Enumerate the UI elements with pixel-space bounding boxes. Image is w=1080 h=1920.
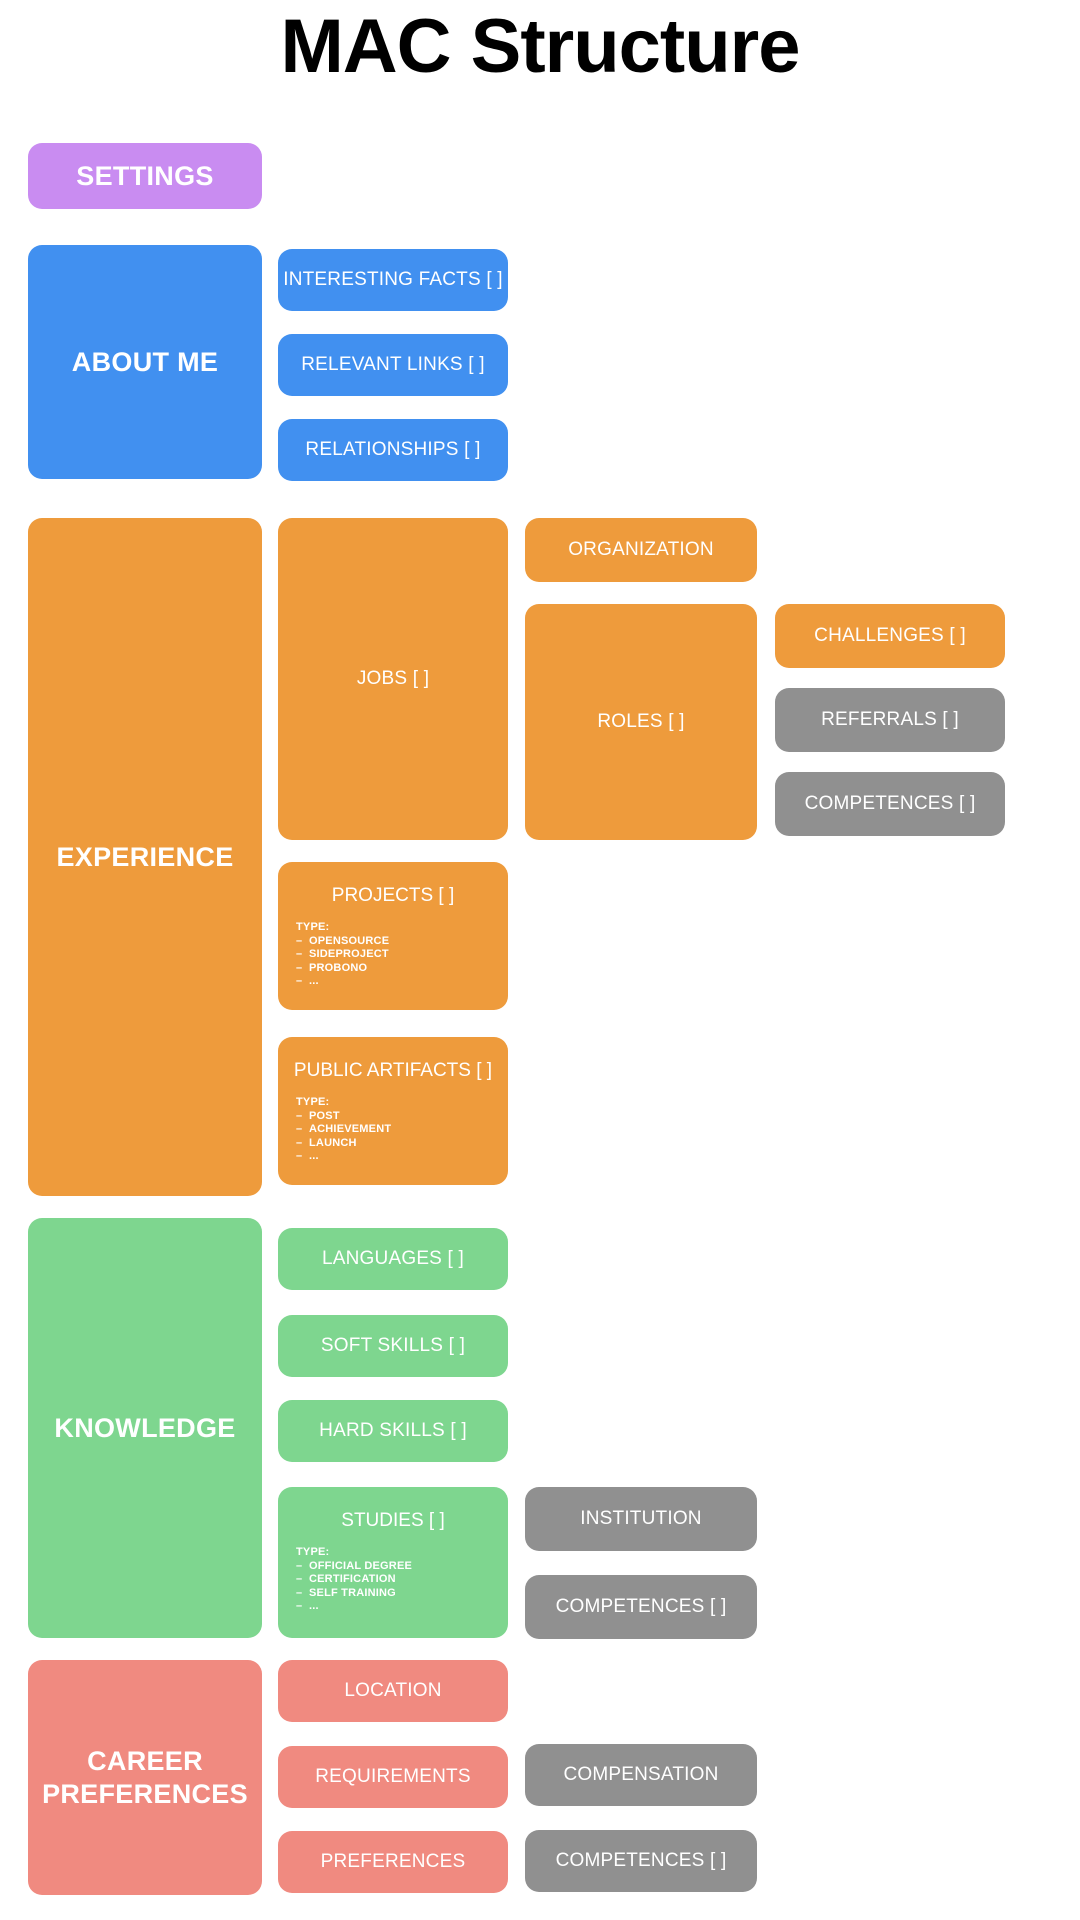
section-knowledge-label: KNOWLEDGE <box>54 1412 236 1443</box>
type-item: –SIDEPROJECT <box>296 948 389 961</box>
type-item: –OFFICIAL DEGREE <box>296 1559 413 1572</box>
card-studies[interactable]: STUDIES [ ] TYPE: –OFFICIAL DEGREE –CERT… <box>278 1487 508 1638</box>
card-organization-label: ORGANIZATION <box>568 539 714 561</box>
card-preferences-label: PREFERENCES <box>320 1851 466 1873</box>
type-heading: TYPE: <box>296 921 330 934</box>
card-projects[interactable]: PROJECTS [ ] TYPE: –OPENSOURCE –SIDEPROJ… <box>278 862 508 1010</box>
card-location-label: LOCATION <box>344 1680 442 1702</box>
card-competences-knowledge-label: COMPETENCES [ ] <box>555 1596 727 1618</box>
card-interesting-facts[interactable]: INTERESTING FACTS [ ] <box>278 249 508 311</box>
type-item: –... <box>296 1150 319 1163</box>
type-item: –LAUNCH <box>296 1136 357 1149</box>
type-item: –CERTIFICATION <box>296 1573 396 1586</box>
card-hard-skills[interactable]: HARD SKILLS [ ] <box>278 1400 508 1462</box>
card-compensation-label: COMPENSATION <box>563 1764 719 1786</box>
type-heading: TYPE: <box>296 1096 330 1109</box>
type-item: –... <box>296 975 319 988</box>
section-career-preferences-label-line2: PREFERENCES <box>42 1778 248 1809</box>
card-soft-skills[interactable]: SOFT SKILLS [ ] <box>278 1315 508 1377</box>
card-location[interactable]: LOCATION <box>278 1660 508 1722</box>
card-preferences[interactable]: PREFERENCES <box>278 1831 508 1893</box>
card-relevant-links-label: RELEVANT LINKS [ ] <box>301 354 485 376</box>
card-competences-experience[interactable]: COMPETENCES [ ] <box>775 772 1005 836</box>
card-public-artifacts-type-list: TYPE: –POST –ACHIEVEMENT –LAUNCH –... <box>278 1096 508 1164</box>
section-settings-label: SETTINGS <box>76 160 214 191</box>
card-languages[interactable]: LANGUAGES [ ] <box>278 1228 508 1290</box>
card-roles[interactable]: ROLES [ ] <box>525 604 757 840</box>
card-organization[interactable]: ORGANIZATION <box>525 518 757 582</box>
section-experience-label: EXPERIENCE <box>56 841 234 872</box>
card-competences-knowledge[interactable]: COMPETENCES [ ] <box>525 1575 757 1639</box>
card-relationships[interactable]: RELATIONSHIPS [ ] <box>278 419 508 481</box>
card-challenges-label: CHALLENGES [ ] <box>814 625 966 647</box>
card-jobs[interactable]: JOBS [ ] <box>278 518 508 840</box>
type-item: –SELF TRAINING <box>296 1586 396 1599</box>
card-competences-career[interactable]: COMPETENCES [ ] <box>525 1830 757 1892</box>
page-title: MAC Structure <box>280 4 800 89</box>
section-about-me-label: ABOUT ME <box>71 346 219 377</box>
card-projects-type-list: TYPE: –OPENSOURCE –SIDEPROJECT –PROBONO … <box>278 921 508 989</box>
card-competences-career-label: COMPETENCES [ ] <box>555 1850 727 1872</box>
section-about-me[interactable]: ABOUT ME <box>28 245 262 479</box>
card-hard-skills-label: HARD SKILLS [ ] <box>319 1420 467 1442</box>
card-studies-type-list: TYPE: –OFFICIAL DEGREE –CERTIFICATION –S… <box>278 1546 508 1614</box>
card-languages-label: LANGUAGES [ ] <box>322 1248 464 1270</box>
card-referrals[interactable]: REFERRALS [ ] <box>775 688 1005 752</box>
card-interesting-facts-label: INTERESTING FACTS [ ] <box>283 269 503 291</box>
section-career-preferences-label-line1: CAREER <box>87 1745 203 1776</box>
card-compensation[interactable]: COMPENSATION <box>525 1744 757 1806</box>
section-career-preferences[interactable]: CAREER PREFERENCES <box>28 1660 262 1895</box>
section-knowledge[interactable]: KNOWLEDGE <box>28 1218 262 1638</box>
card-jobs-label: JOBS [ ] <box>356 668 430 690</box>
card-public-artifacts[interactable]: PUBLIC ARTIFACTS [ ] TYPE: –POST –ACHIEV… <box>278 1037 508 1185</box>
card-institution[interactable]: INSTITUTION <box>525 1487 757 1551</box>
type-item: –OPENSOURCE <box>296 934 390 947</box>
card-projects-label: PROJECTS [ ] <box>331 885 455 906</box>
type-heading: TYPE: <box>296 1546 330 1559</box>
card-requirements-label: REQUIREMENTS <box>315 1766 471 1788</box>
card-competences-experience-label: COMPETENCES [ ] <box>804 793 976 815</box>
card-institution-label: INSTITUTION <box>580 1508 702 1530</box>
card-roles-label: ROLES [ ] <box>597 711 685 733</box>
card-relationships-label: RELATIONSHIPS [ ] <box>305 439 481 461</box>
type-item: –ACHIEVEMENT <box>296 1123 392 1136</box>
type-item: –PROBONO <box>296 961 368 974</box>
card-challenges[interactable]: CHALLENGES [ ] <box>775 604 1005 668</box>
type-item: –... <box>296 1600 319 1613</box>
card-relevant-links[interactable]: RELEVANT LINKS [ ] <box>278 334 508 396</box>
section-experience[interactable]: EXPERIENCE <box>28 518 262 1196</box>
section-settings[interactable]: SETTINGS <box>28 143 262 209</box>
card-soft-skills-label: SOFT SKILLS [ ] <box>320 1335 466 1357</box>
card-requirements[interactable]: REQUIREMENTS <box>278 1746 508 1808</box>
card-studies-label: STUDIES [ ] <box>341 1510 445 1531</box>
card-referrals-label: REFERRALS [ ] <box>821 709 959 731</box>
type-item: –POST <box>296 1109 340 1122</box>
card-public-artifacts-label: PUBLIC ARTIFACTS [ ] <box>293 1060 493 1081</box>
